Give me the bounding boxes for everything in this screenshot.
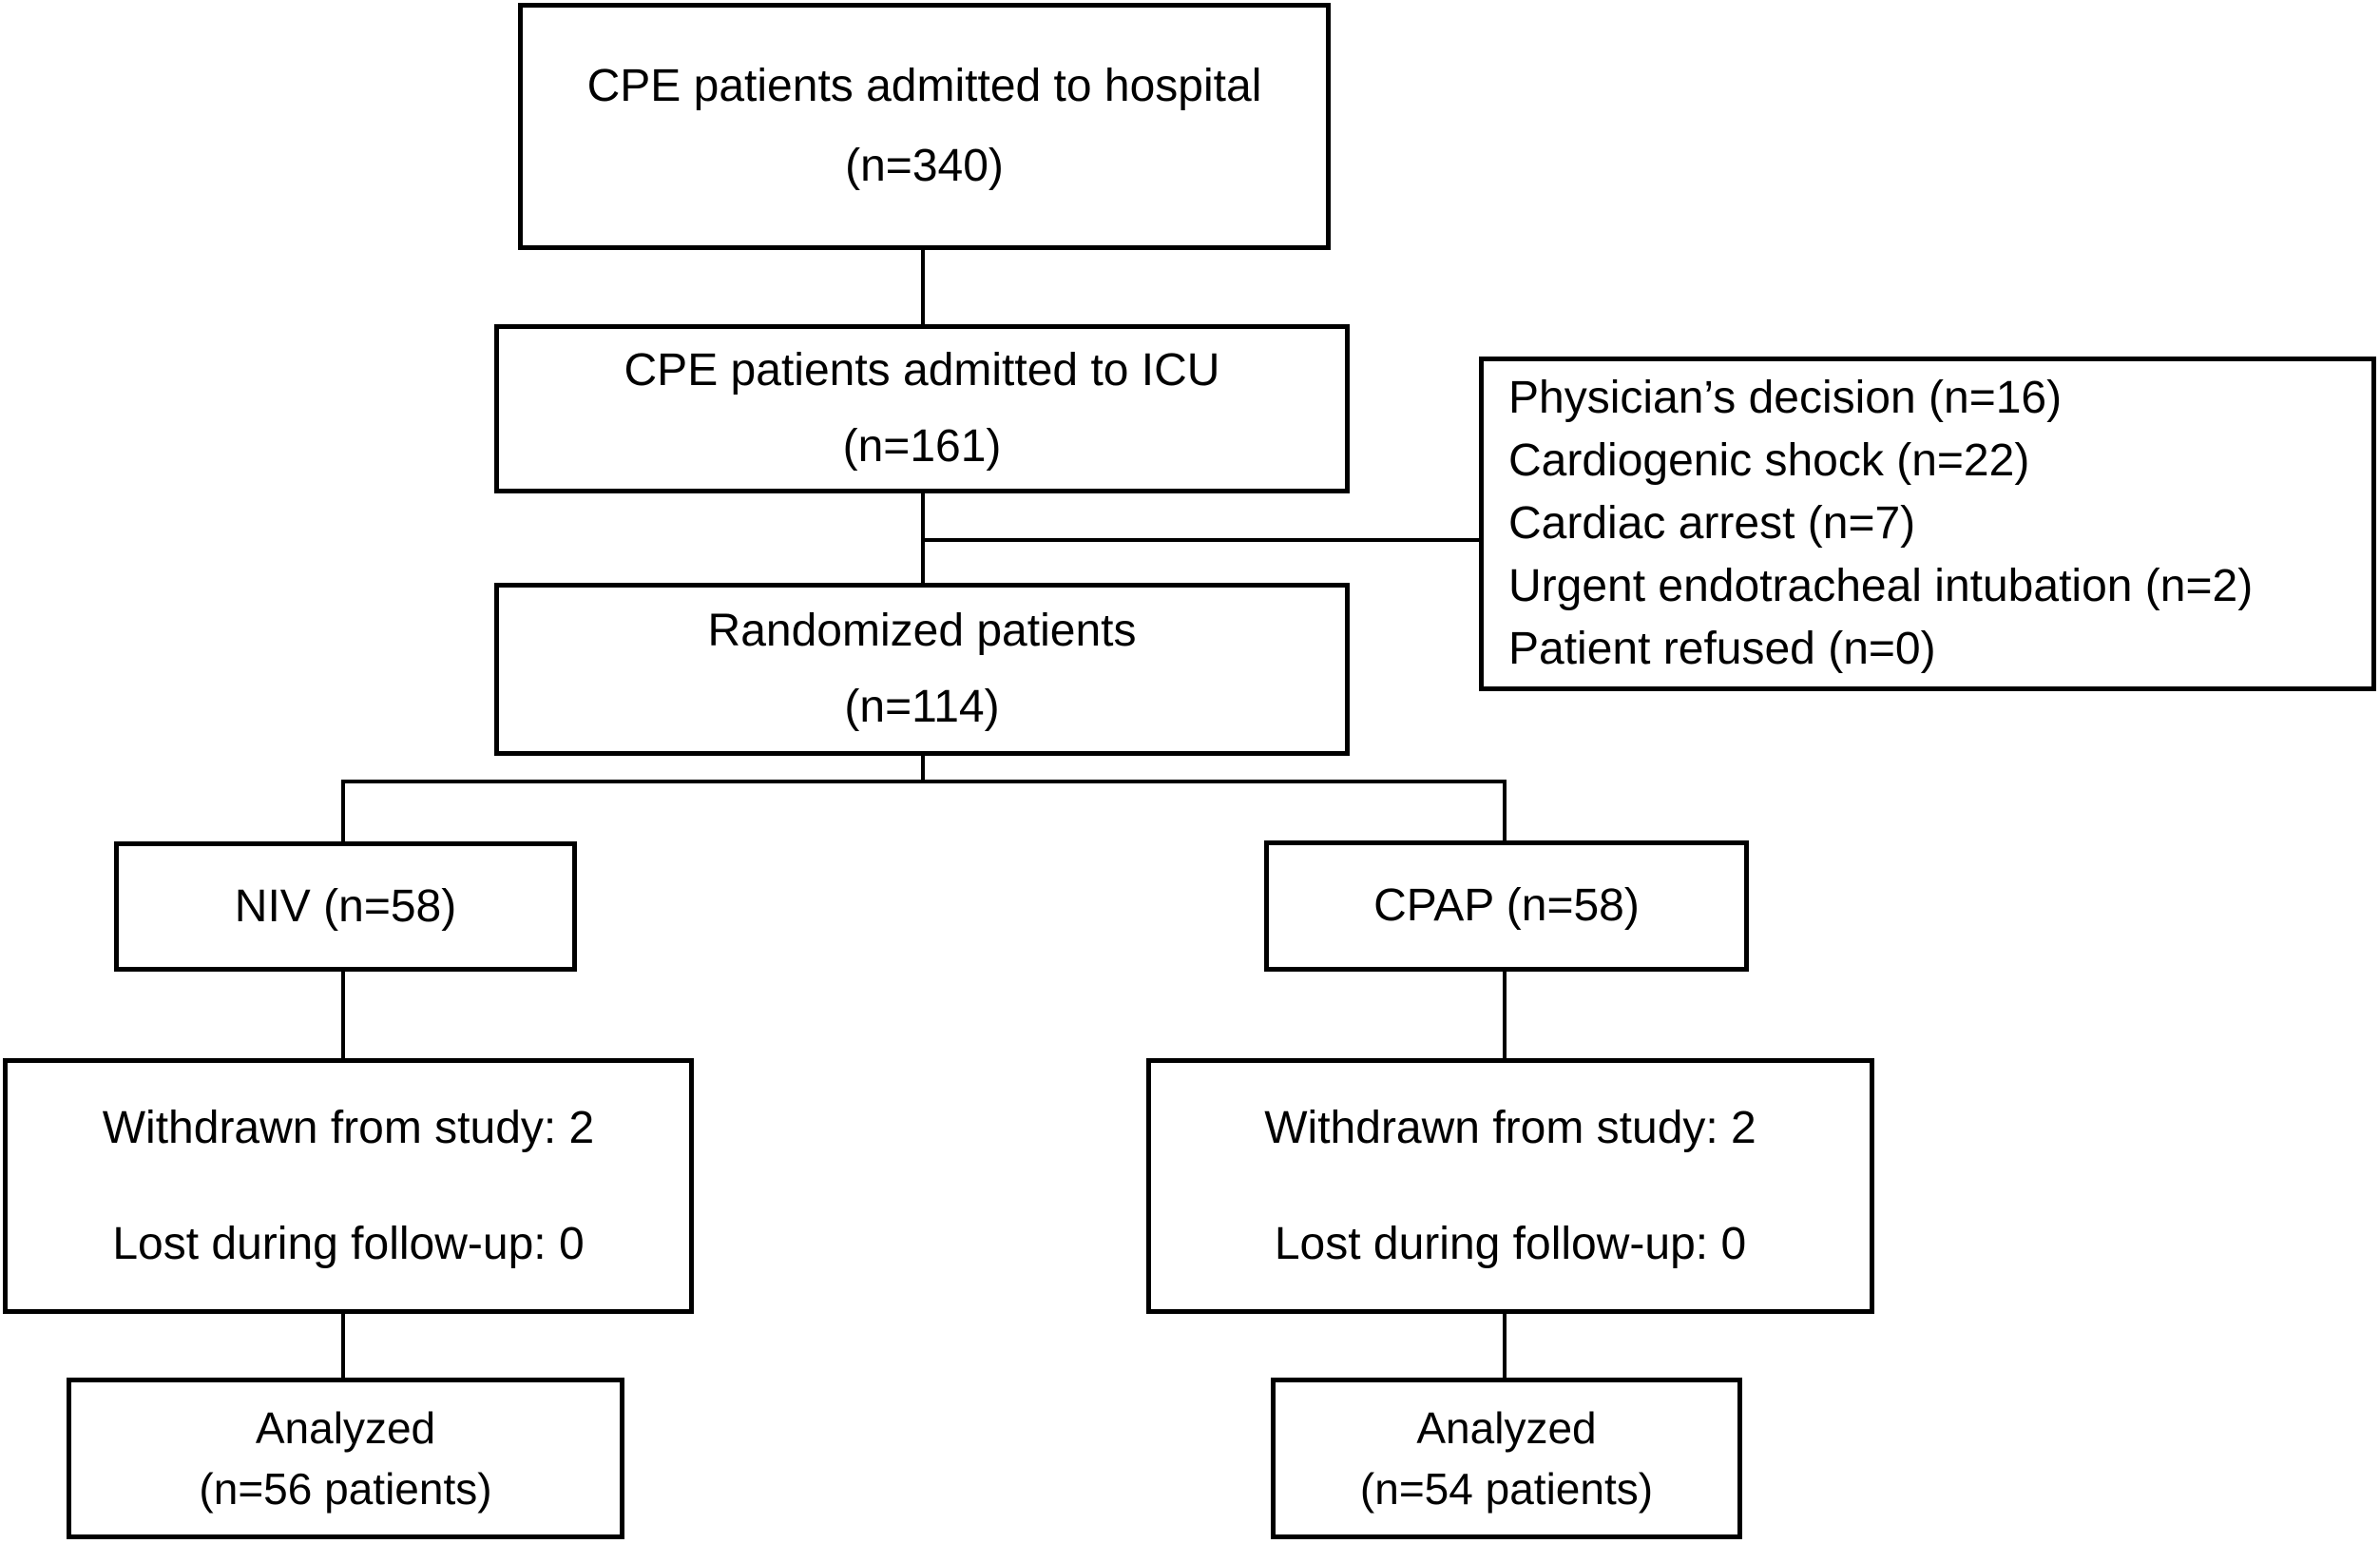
hospital-admission-text: CPE patients admitted to hospital [586, 61, 1262, 111]
niv-analyzed-count: (n=56 patients) [199, 1464, 492, 1514]
cpap-lost-text: Lost during follow-up: 0 [1274, 1218, 1747, 1269]
cpap-analyzed-count: (n=54 patients) [1359, 1464, 1654, 1514]
connector-split-to-niv [341, 780, 345, 843]
icu-admission-count: (n=161) [842, 421, 1002, 472]
exclusion-item: Cardiac arrest (n=7) [1508, 498, 1916, 549]
exclusion-item: Urgent endotracheal intubation (n=2) [1508, 561, 2254, 611]
icu-admission-text: CPE patients admitted to ICU [624, 345, 1220, 396]
box-randomized: Randomized patients (n=114) [494, 583, 1350, 756]
connector-randomized-stub [921, 754, 925, 782]
box-cpap-followup-losses: Withdrawn from study: 2 Lost during foll… [1146, 1058, 1874, 1314]
connector-branch-to-exclusions [923, 538, 1481, 542]
niv-arm-label: NIV (n=58) [234, 880, 457, 932]
exclusion-item: Cardiogenic shock (n=22) [1508, 435, 2030, 486]
connector-withdrawn-to-analyzed-cpap [1503, 1312, 1507, 1380]
niv-analyzed-text: Analyzed [255, 1403, 436, 1453]
randomized-count: (n=114) [844, 682, 1000, 732]
cpap-analyzed-text: Analyzed [1416, 1403, 1597, 1453]
box-hospital-admission: CPE patients admitted to hospital (n=340… [518, 3, 1331, 250]
exclusion-item: Physician’s decision (n=16) [1508, 373, 2063, 423]
cpap-arm-label: CPAP (n=58) [1373, 880, 1640, 931]
box-icu-admission: CPE patients admitted to ICU (n=161) [494, 324, 1350, 493]
box-cpap-arm: CPAP (n=58) [1264, 840, 1749, 972]
box-niv-followup-losses: Withdrawn from study: 2 Lost during foll… [3, 1058, 694, 1314]
connector-hospital-to-icu [921, 248, 925, 326]
randomized-text: Randomized patients [707, 606, 1137, 656]
cpap-withdrawn-text: Withdrawn from study: 2 [1264, 1102, 1756, 1153]
box-exclusion-reasons: Physician’s decision (n=16) Cardiogenic … [1479, 357, 2376, 691]
connector-cpap-to-withdrawn [1503, 970, 1507, 1060]
box-niv-analyzed: Analyzed (n=56 patients) [67, 1378, 624, 1539]
hospital-admission-count: (n=340) [845, 141, 1004, 191]
connector-randomization-split [341, 780, 1507, 783]
connector-split-to-cpap [1503, 780, 1507, 842]
niv-lost-text: Lost during follow-up: 0 [112, 1218, 585, 1269]
box-niv-arm: NIV (n=58) [114, 841, 577, 972]
connector-withdrawn-to-analyzed-niv [341, 1312, 345, 1380]
exclusion-item: Patient refused (n=0) [1508, 624, 1936, 674]
box-cpap-analyzed: Analyzed (n=54 patients) [1271, 1378, 1742, 1539]
niv-withdrawn-text: Withdrawn from study: 2 [102, 1102, 595, 1153]
connector-niv-to-withdrawn [341, 970, 345, 1060]
